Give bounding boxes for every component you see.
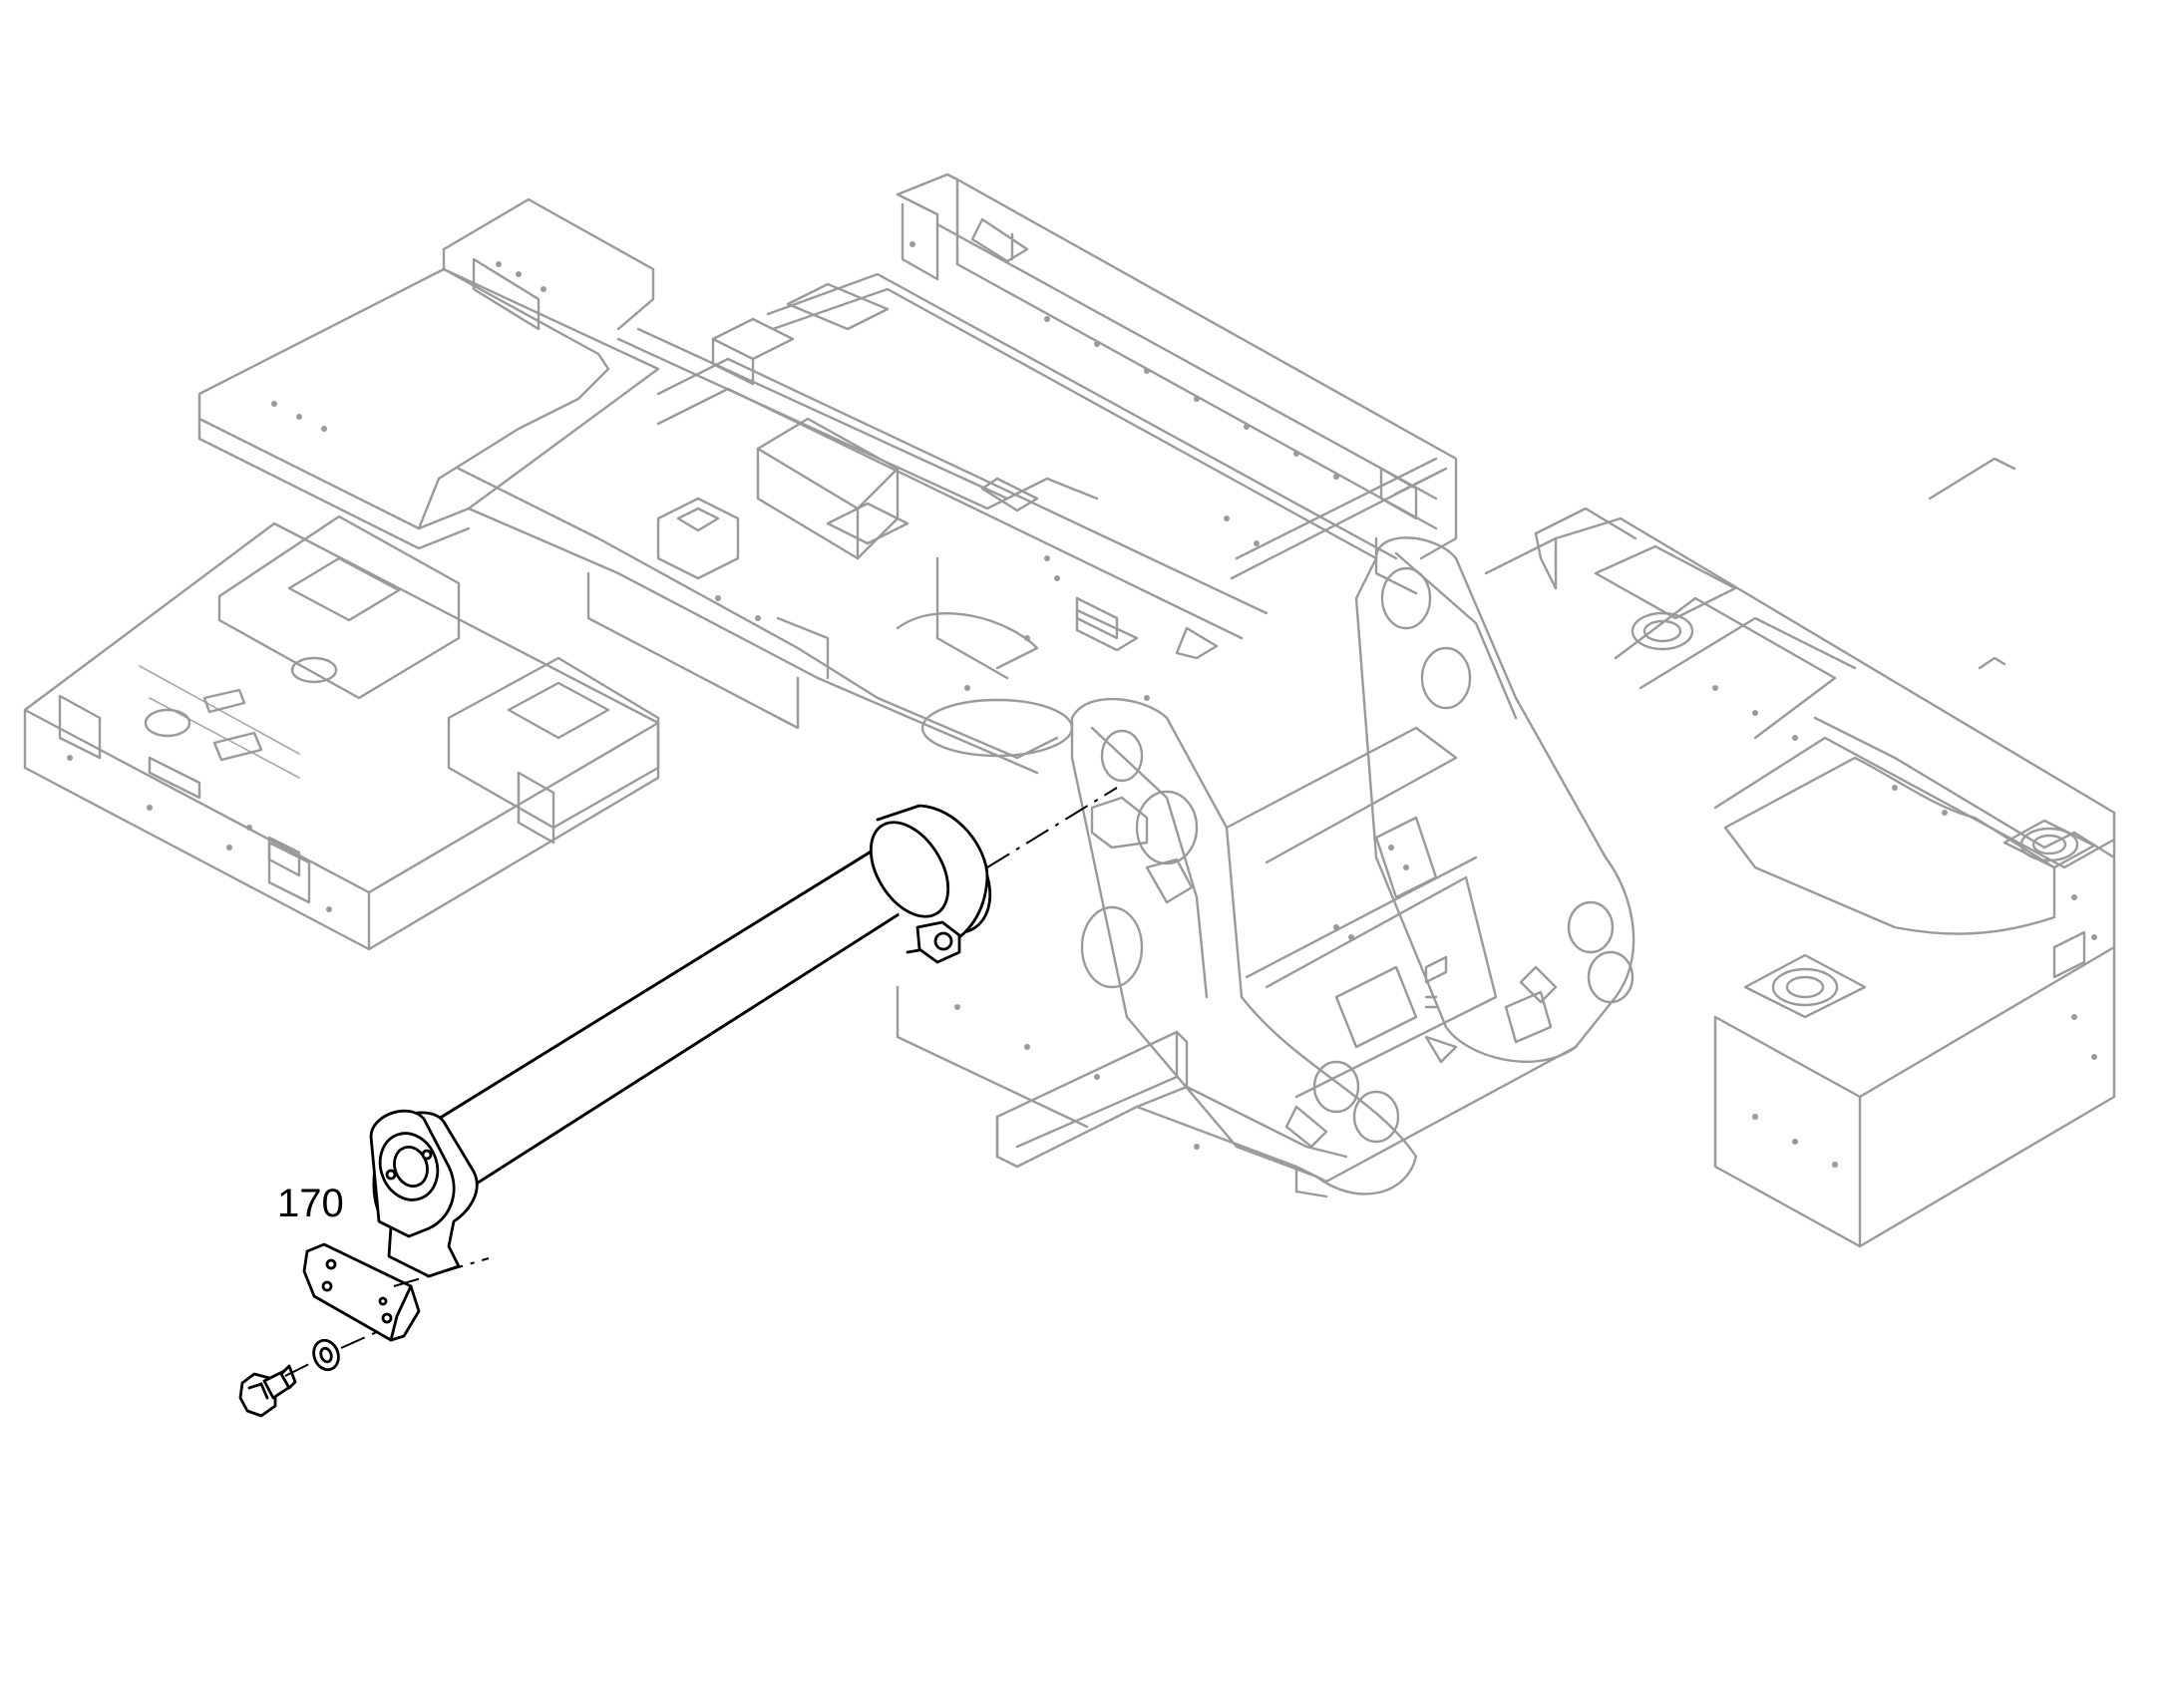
left-platform xyxy=(23,514,660,951)
boom-mount-towers xyxy=(1070,536,1635,1196)
pin-head-plate xyxy=(369,1109,479,1278)
pin-collar xyxy=(869,804,992,964)
pin-shaft xyxy=(432,841,919,1191)
bolt xyxy=(238,1364,297,1418)
right-side-frame xyxy=(1484,457,2116,1248)
upper-carriage-frame xyxy=(23,172,2116,1248)
washer xyxy=(312,1338,340,1372)
retainer-plate xyxy=(302,1242,421,1342)
top-right-frame xyxy=(711,172,1458,652)
lower-front-beam xyxy=(896,985,1578,1198)
pin-callout-label: 170 xyxy=(277,1182,344,1225)
pin-assembly xyxy=(238,787,1118,1418)
left-side-rail xyxy=(197,197,660,550)
assembly-centerlines xyxy=(284,787,1118,1377)
